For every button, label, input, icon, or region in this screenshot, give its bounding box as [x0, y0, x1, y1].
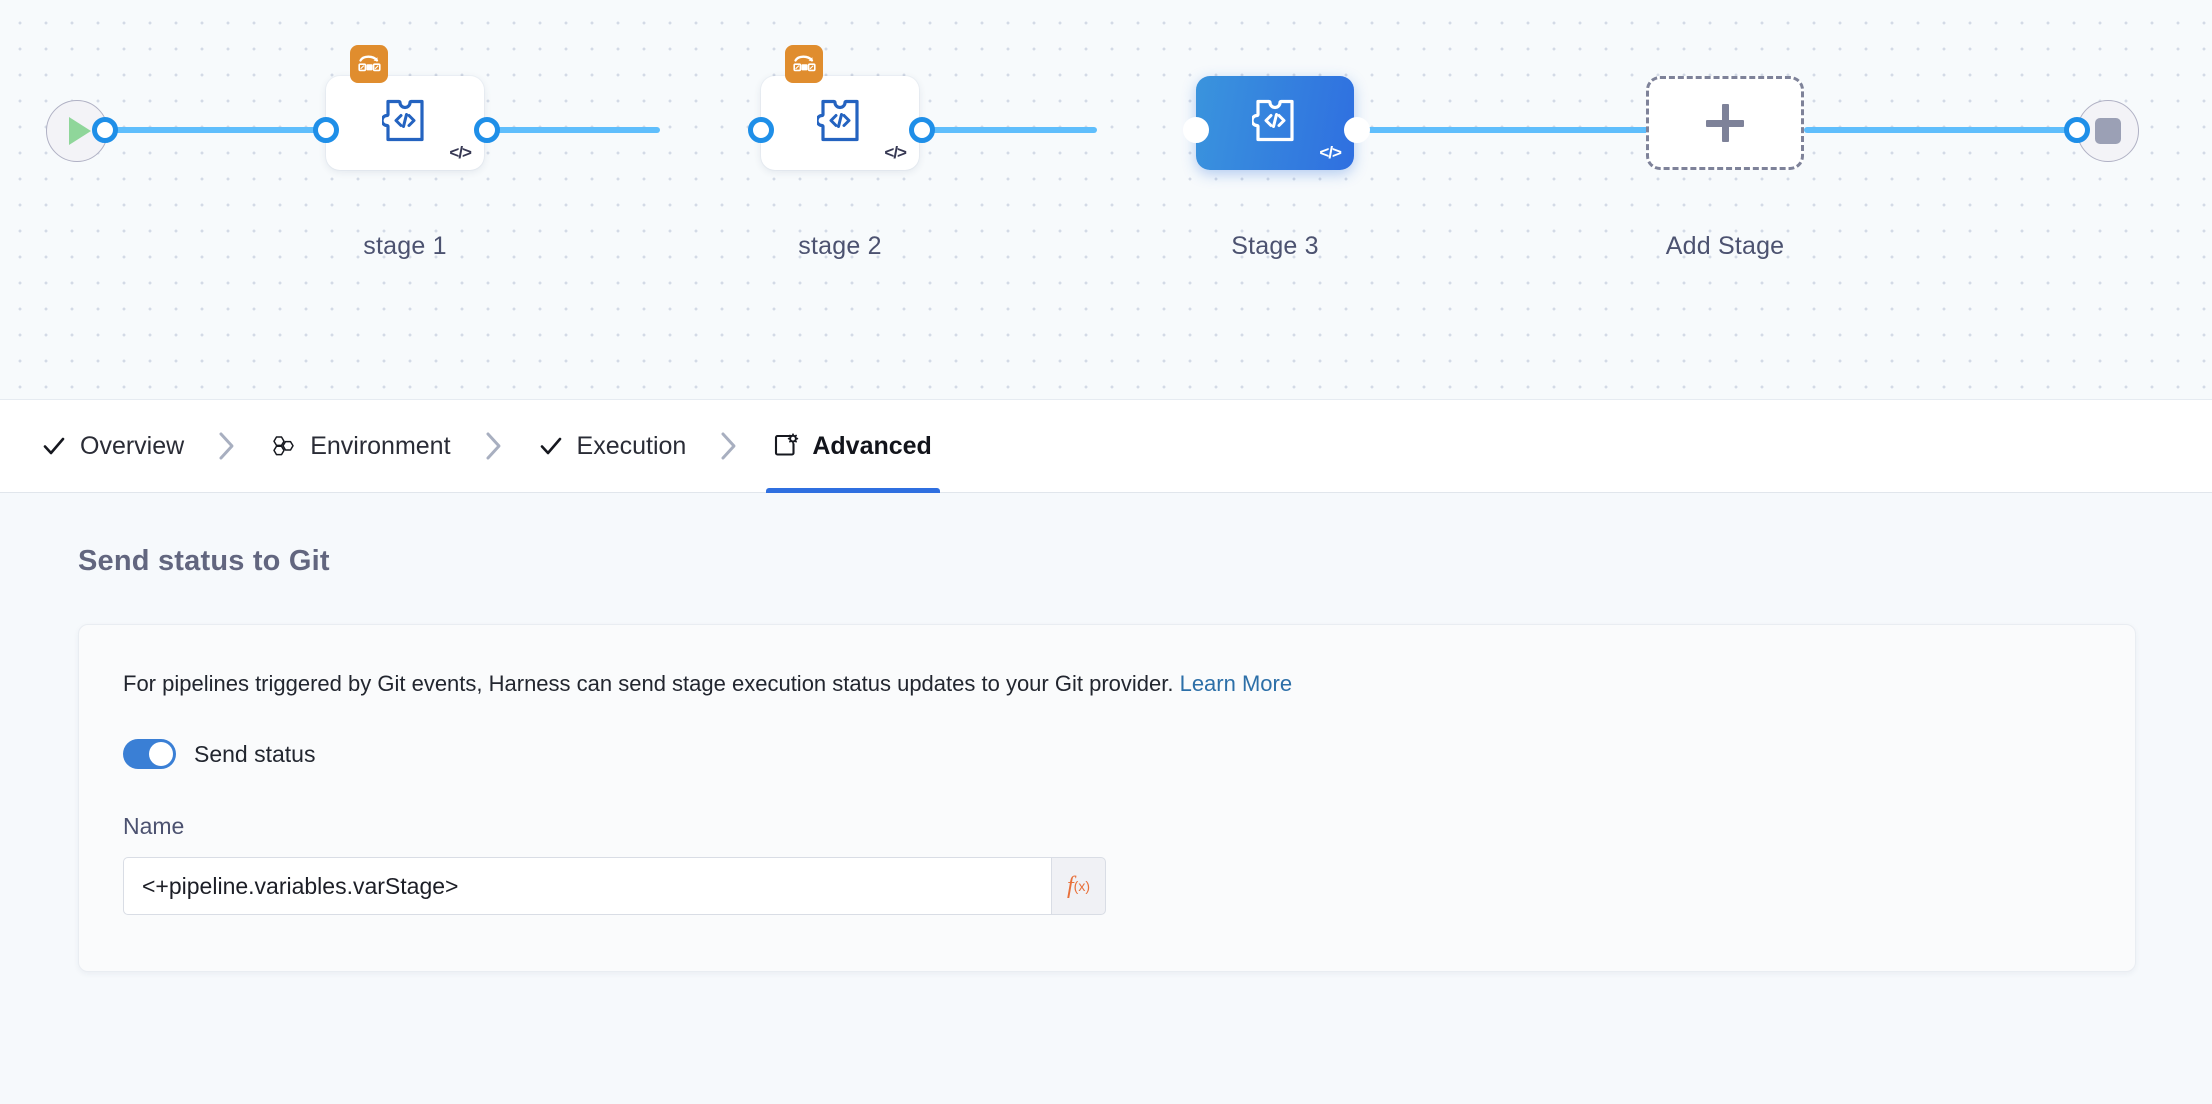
- chevron-right-icon: [190, 400, 264, 493]
- stage-node-1[interactable]: </>: [326, 45, 484, 170]
- stage-label-3: Stage 3: [1231, 232, 1319, 260]
- stage-node-3[interactable]: </>: [1196, 76, 1354, 170]
- name-input[interactable]: [123, 857, 1051, 915]
- send-status-card: For pipelines triggered by Git events, H…: [78, 624, 2136, 972]
- stage-label-1: stage 1: [363, 232, 447, 260]
- pipeline-canvas[interactable]: </> stage 1: [0, 0, 2212, 400]
- tab-advanced-label: Advanced: [812, 431, 932, 460]
- send-status-toggle[interactable]: [123, 739, 176, 769]
- stage-code-badge: </>: [449, 143, 472, 162]
- edge-start-to-stage1: [104, 127, 326, 133]
- add-stage-button[interactable]: [1646, 76, 1804, 170]
- send-status-toggle-label: Send status: [194, 740, 316, 767]
- edge-stage2-to-stage3: [873, 127, 1097, 133]
- stage-tab-bar: Overview Environment Execution: [0, 400, 2212, 493]
- plus-icon-vertical: [1721, 104, 1729, 142]
- port-end-in[interactable]: [2064, 117, 2090, 143]
- send-status-toggle-row: Send status: [123, 739, 2091, 769]
- fx-label: f: [1067, 872, 1074, 899]
- port-stage1-out[interactable]: [474, 117, 500, 143]
- advanced-panel: Send status to Git For pipelines trigger…: [0, 493, 2212, 1104]
- edge-stage3-to-addstage: [1310, 127, 1650, 133]
- tab-environment[interactable]: Environment: [264, 400, 456, 493]
- port-stage2-out[interactable]: [909, 117, 935, 143]
- custom-stage-icon: [380, 96, 428, 151]
- stage-code-badge: </>: [1319, 143, 1342, 162]
- port-stage3-out[interactable]: [1344, 117, 1370, 143]
- matrix-strategy-icon: [785, 45, 823, 83]
- card-description-text: For pipelines triggered by Git events, H…: [123, 671, 1180, 696]
- port-stage2-in[interactable]: [748, 117, 774, 143]
- edge-addstage-to-end: [1804, 127, 2084, 133]
- chevron-right-icon: [457, 400, 531, 493]
- custom-stage-icon: [815, 96, 863, 151]
- pipeline-graph: </> stage 1: [0, 0, 2212, 280]
- port-stage3-in[interactable]: [1183, 117, 1209, 143]
- play-icon: [69, 117, 91, 145]
- check-icon: [537, 432, 565, 460]
- tab-execution-label: Execution: [576, 431, 687, 460]
- stage-node-2[interactable]: </>: [761, 45, 919, 170]
- expression-fx-button[interactable]: f(x): [1051, 857, 1106, 915]
- tab-overview[interactable]: Overview: [34, 400, 190, 493]
- chevron-right-icon: [692, 400, 766, 493]
- stop-icon: [2095, 118, 2121, 144]
- add-stage-label: Add Stage: [1665, 232, 1785, 260]
- tab-advanced[interactable]: Advanced: [766, 400, 941, 493]
- check-icon: [40, 432, 68, 460]
- stage-label-2: stage 2: [798, 232, 882, 260]
- port-stage1-in[interactable]: [313, 117, 339, 143]
- tab-environment-label: Environment: [310, 431, 451, 460]
- fx-sub: (x): [1073, 878, 1090, 894]
- page-gear-icon: [772, 432, 800, 460]
- card-description: For pipelines triggered by Git events, H…: [123, 671, 2091, 697]
- tab-execution[interactable]: Execution: [531, 400, 693, 493]
- port-start-out[interactable]: [92, 117, 118, 143]
- name-field-label: Name: [123, 813, 185, 839]
- stage-code-badge: </>: [884, 143, 907, 162]
- edge-stage1-to-stage2: [438, 127, 660, 133]
- tab-overview-label: Overview: [80, 431, 185, 460]
- name-field-wrap: f(x): [123, 857, 1106, 915]
- learn-more-link[interactable]: Learn More: [1179, 671, 1293, 696]
- matrix-strategy-icon: [350, 45, 388, 83]
- section-title: Send status to Git: [78, 545, 330, 577]
- custom-stage-icon: [1250, 96, 1298, 151]
- hexagons-icon: [270, 432, 298, 460]
- toggle-knob: [149, 742, 173, 766]
